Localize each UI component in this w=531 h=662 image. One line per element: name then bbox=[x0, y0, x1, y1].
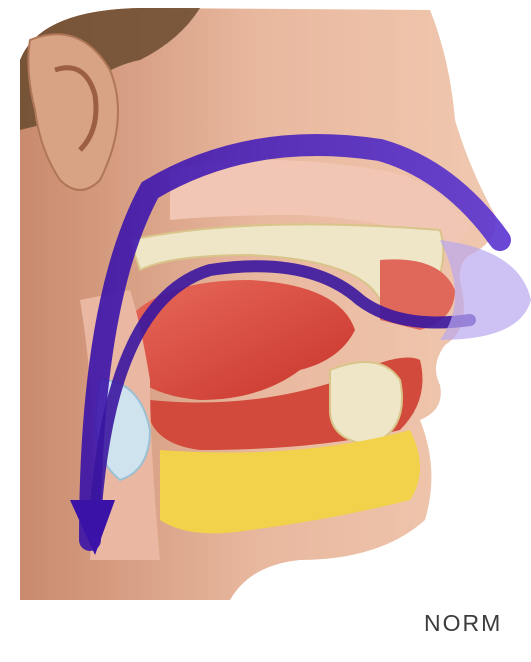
caption-text: NORM bbox=[424, 610, 502, 637]
chin-bone bbox=[330, 362, 402, 445]
